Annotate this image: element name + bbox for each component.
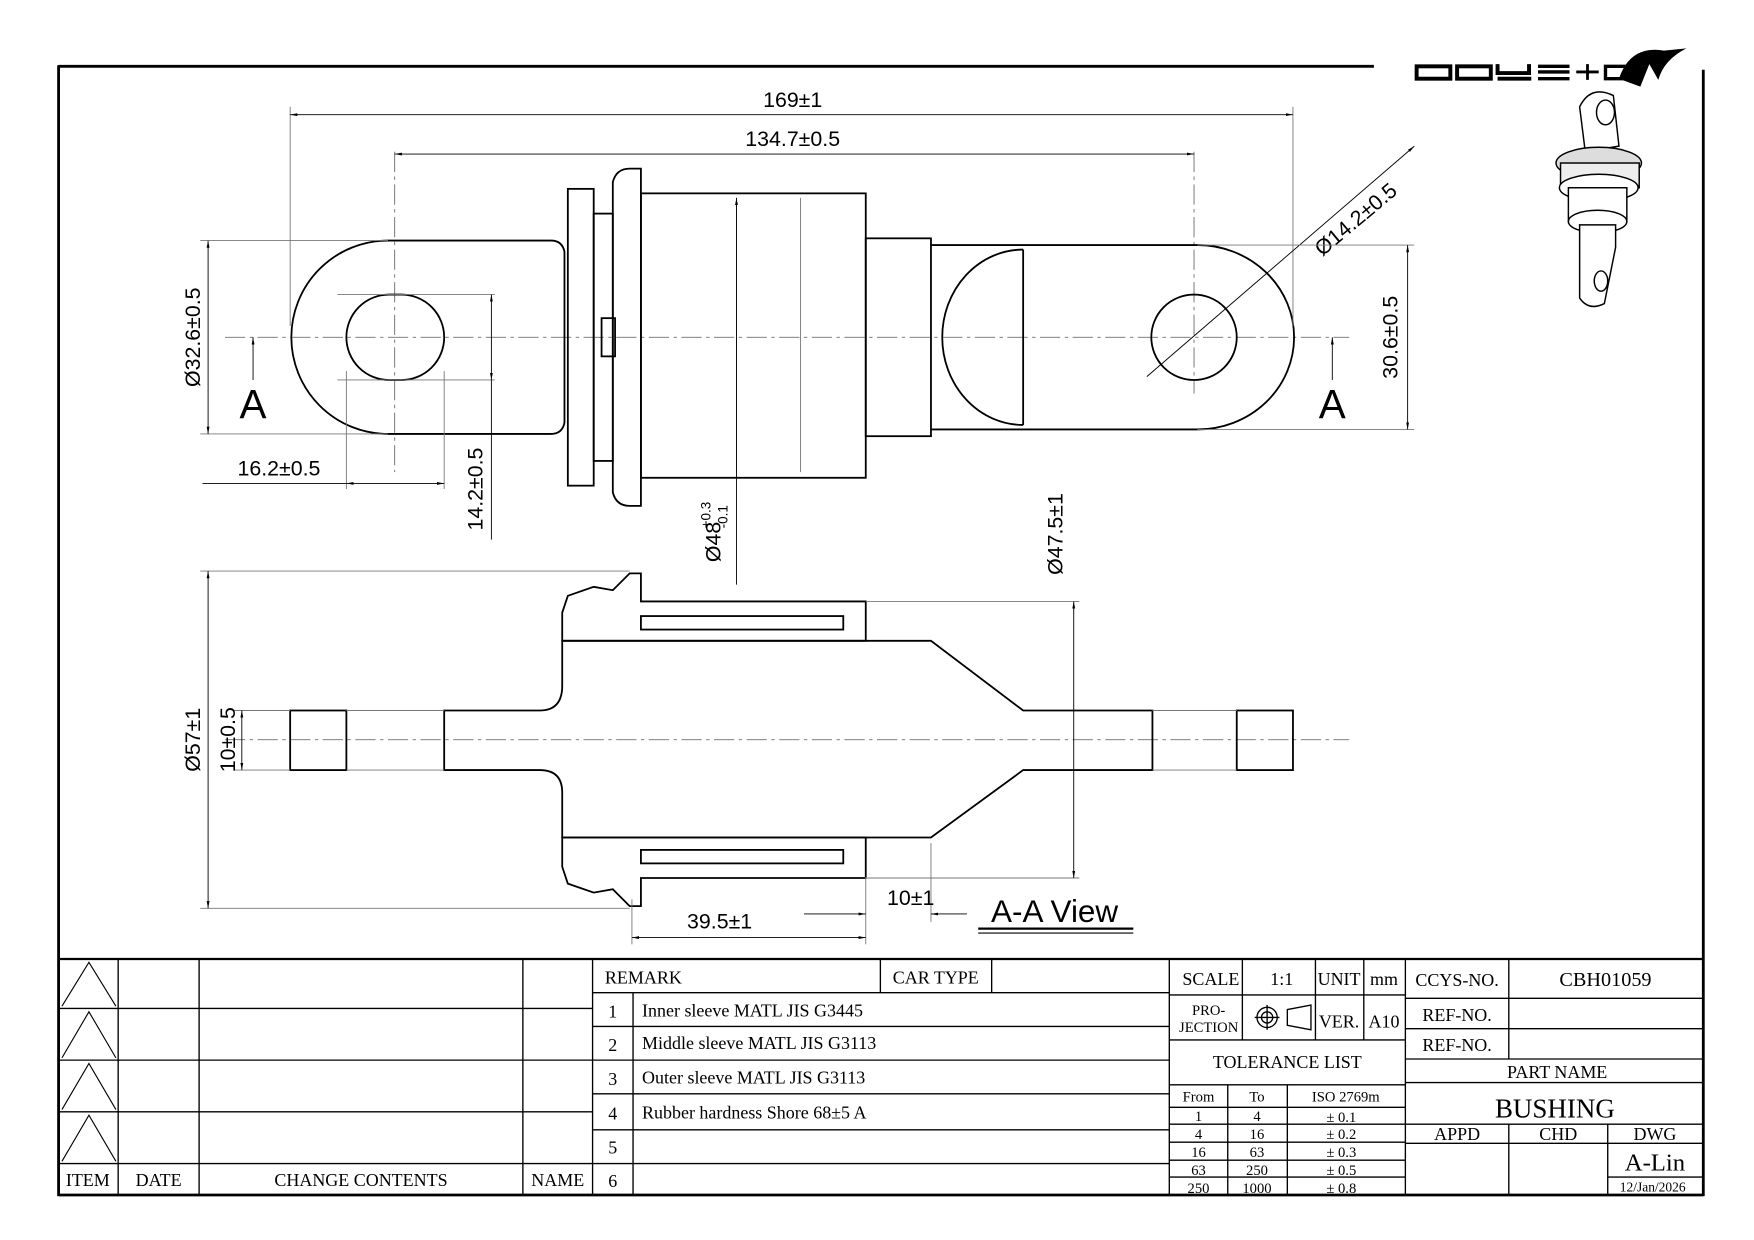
ver-value: A10 <box>1369 1012 1400 1032</box>
remark-row: 2 Middle sleeve MATL JIS G3113 <box>608 1033 876 1055</box>
svg-text:16: 16 <box>1191 1145 1206 1161</box>
tol-header-to: To <box>1249 1090 1264 1106</box>
dimensions: 169±1 134.7±0.5 Ø14.2±0.5 Ø32.6±0.5 30.6… <box>181 88 1415 945</box>
tol-header-iso: ISO 2769m <box>1312 1090 1380 1106</box>
remark-row: 6 <box>608 1171 617 1191</box>
svg-text:± 0.2: ± 0.2 <box>1326 1127 1356 1143</box>
svg-text:6: 6 <box>608 1171 617 1191</box>
tolerance-row: 250 1000 ± 0.8 <box>1188 1181 1357 1197</box>
svg-text:3: 3 <box>608 1069 617 1089</box>
svg-text:4: 4 <box>1195 1127 1203 1143</box>
dim-left-hole-offset: 16.2±0.5 <box>237 457 320 481</box>
car-type-label: CAR TYPE <box>893 968 979 988</box>
dim-overall-length: 169±1 <box>763 88 822 112</box>
svg-text:1: 1 <box>1195 1109 1202 1125</box>
projection-symbol-icon <box>1254 1004 1312 1031</box>
drawn-by: A-Lin <box>1625 1149 1685 1176</box>
section-marker-left: A <box>240 381 267 427</box>
isometric-thumbnail <box>1555 91 1643 308</box>
ccys-no-value: CBH01059 <box>1559 969 1651 991</box>
dwg-label: DWG <box>1633 1124 1676 1144</box>
dim-plate-thickness: 10±0.5 <box>216 707 240 772</box>
svg-text:16: 16 <box>1250 1127 1265 1143</box>
remarks-block: REMARK CAR TYPE 1 Inner sleeve MATL JIS G… <box>592 958 1170 1196</box>
part-name-label: PART NAME <box>1507 1062 1607 1082</box>
svg-text:1: 1 <box>608 1001 617 1021</box>
revision-block: ITEM DATE CHANGE CONTENTS NAME <box>58 958 594 1196</box>
svg-text:5: 5 <box>608 1137 617 1157</box>
section-view: A-A View <box>224 572 1350 934</box>
dim-flange-dia: Ø57±1 <box>181 708 205 772</box>
remark-row: 3 Outer sleeve MATL JIS G3113 <box>608 1068 865 1089</box>
svg-text:250: 250 <box>1188 1181 1210 1197</box>
tol-header-from: From <box>1183 1090 1215 1106</box>
tolerance-title: TOLERANCE LIST <box>1213 1052 1362 1072</box>
svg-text:± 0.5: ± 0.5 <box>1326 1163 1356 1179</box>
remark-row: 4 Rubber hardness Shore 68±5 A <box>608 1103 866 1124</box>
svg-text:2: 2 <box>608 1035 617 1055</box>
svg-text:63: 63 <box>1191 1163 1206 1179</box>
dim-sleeve-length: 39.5±1 <box>687 910 752 934</box>
section-marker-right: A <box>1319 381 1346 427</box>
dim-left-eye-dia: Ø32.6±0.5 <box>181 287 205 387</box>
rev-header-date: DATE <box>136 1170 182 1190</box>
remark-header: REMARK <box>605 968 682 988</box>
chd-label: CHD <box>1539 1124 1577 1144</box>
ccys-no-label: CCYS-NO. <box>1415 970 1498 990</box>
unit-value: mm <box>1370 969 1398 989</box>
spec-block: SCALE 1:1 UNIT mm PRO- JECTION VER. A10 … <box>1169 958 1407 1197</box>
unit-label: UNIT <box>1318 969 1361 989</box>
top-view: A A <box>224 151 1350 507</box>
svg-text:4: 4 <box>608 1104 617 1124</box>
projection-label-2: JECTION <box>1179 1020 1239 1036</box>
dim-outer-sleeve-tol-lower: -0.1 <box>715 505 730 528</box>
svg-text:250: 250 <box>1246 1163 1268 1179</box>
dim-hub-length: 10±1 <box>887 886 934 910</box>
svg-text:± 0.8: ± 0.8 <box>1326 1181 1356 1197</box>
rev-header-name: NAME <box>531 1170 584 1190</box>
dim-right-hole-dia: Ø14.2±0.5 <box>1310 178 1402 260</box>
tolerance-row: 1 4 ± 0.1 <box>1195 1109 1356 1126</box>
scale-value: 1:1 <box>1270 969 1293 989</box>
svg-text:Rubber hardness Shore 68±5 A: Rubber hardness Shore 68±5 A <box>642 1103 866 1123</box>
ref-no-label-1: REF-NO. <box>1422 1005 1491 1025</box>
tolerance-row: 63 250 ± 0.5 <box>1191 1163 1356 1179</box>
svg-text:4: 4 <box>1253 1109 1261 1125</box>
drawing-date: 12/Jan/2026 <box>1620 1180 1686 1195</box>
tolerance-row: 16 63 ± 0.3 <box>1191 1145 1356 1161</box>
svg-text:63: 63 <box>1250 1145 1265 1161</box>
svg-text:± 0.3: ± 0.3 <box>1326 1145 1356 1161</box>
company-logo <box>1414 48 1687 87</box>
dim-left-hole-slot: 14.2±0.5 <box>463 448 487 531</box>
svg-text:Inner sleeve MATL JIS G3445: Inner sleeve MATL JIS G3445 <box>642 1000 863 1020</box>
scale-label: SCALE <box>1182 969 1239 989</box>
tolerance-row: 4 16 ± 0.2 <box>1195 1127 1356 1143</box>
remark-row: 5 <box>608 1137 617 1157</box>
svg-text:± 0.1: ± 0.1 <box>1326 1110 1356 1126</box>
svg-text:Outer sleeve MATL JIS G3113: Outer sleeve MATL JIS G3113 <box>642 1068 865 1088</box>
dim-outer-sleeve-dia: Ø48 <box>702 522 726 562</box>
projection-label-1: PRO- <box>1192 1003 1225 1019</box>
dim-outer-sleeve-tol-upper: +0.3 <box>699 502 714 529</box>
appd-label: APPD <box>1434 1124 1480 1144</box>
section-view-title: A-A View <box>991 894 1118 929</box>
rev-header-change-contents: CHANGE CONTENTS <box>274 1170 447 1190</box>
svg-text:Middle sleeve MATL JIS G3113: Middle sleeve MATL JIS G3113 <box>642 1033 876 1053</box>
title-block: CCYS-NO. CBH01059 REF-NO. REF-NO. PART N… <box>1405 958 1704 1196</box>
part-name-value: BUSHING <box>1495 1093 1615 1123</box>
ver-label: VER. <box>1319 1012 1359 1032</box>
svg-text:1000: 1000 <box>1242 1181 1271 1197</box>
dim-right-eye-width: 30.6±0.5 <box>1379 296 1403 379</box>
remark-row: 1 Inner sleeve MATL JIS G3445 <box>608 1000 863 1021</box>
dim-hole-spacing: 134.7±0.5 <box>745 127 840 151</box>
dim-inner-dia: Ø47.5±1 <box>1043 493 1067 575</box>
ref-no-label-2: REF-NO. <box>1422 1035 1491 1055</box>
rev-header-item: ITEM <box>66 1170 110 1190</box>
